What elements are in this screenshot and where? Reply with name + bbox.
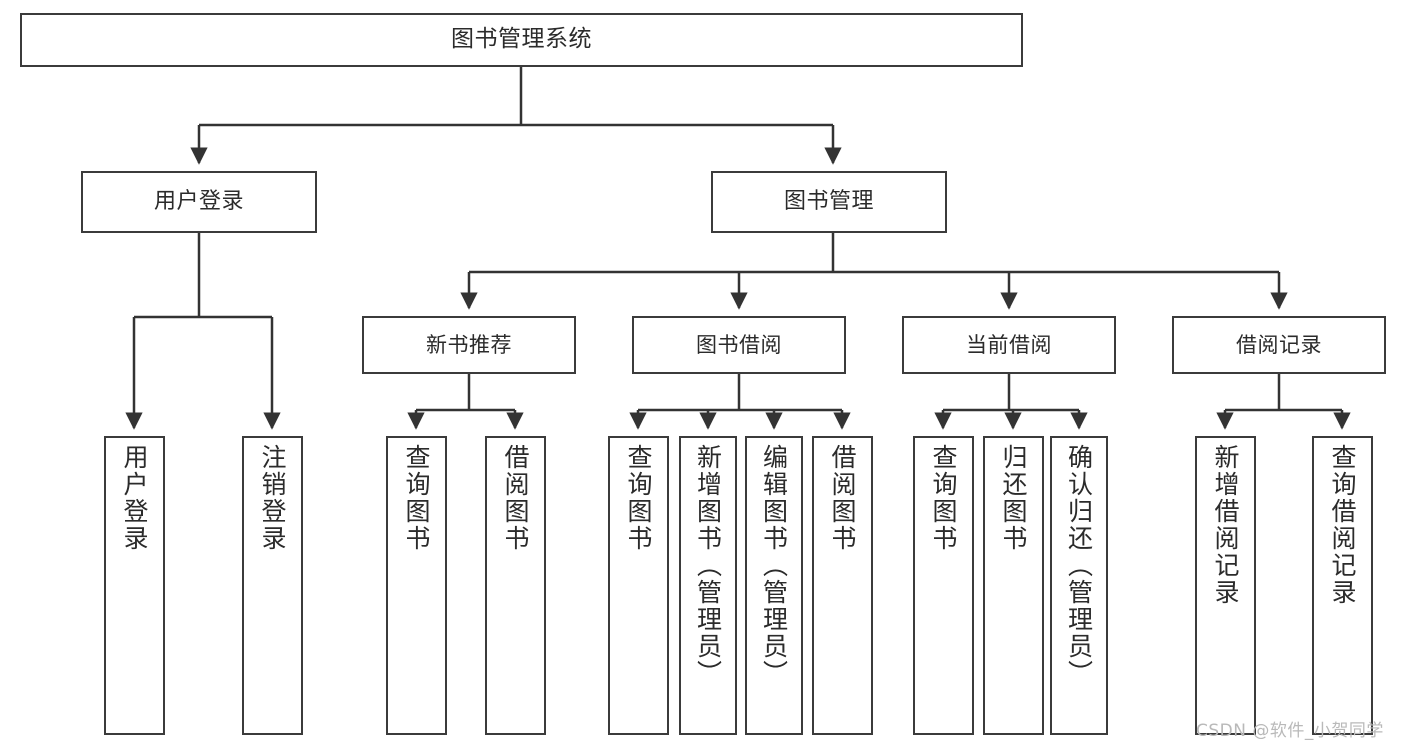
node-root[interactable]: 图书管理系统: [20, 13, 1023, 67]
node-new-book-rec[interactable]: 新书推荐: [362, 316, 576, 374]
node-borrow-record-label: 借阅记录: [1236, 332, 1322, 357]
node-leaf-user-login[interactable]: 用户登录: [104, 436, 165, 735]
node-book-manage-label: 图书管理: [783, 189, 874, 215]
edge-currentborrow-to-leaves: [934, 374, 1088, 430]
node-book-manage[interactable]: 图书管理: [711, 171, 947, 233]
node-leaf-query-book-rec[interactable]: 查询图书: [386, 436, 447, 735]
edge-root-to-level2: [190, 67, 842, 165]
node-leaf-query-record-label: 查询借阅记录: [1328, 444, 1357, 606]
csdn-watermark: CSDN @软件_小贺同学: [1196, 721, 1384, 741]
node-leaf-return-book-label: 归还图书: [999, 444, 1028, 552]
node-leaf-user-login-label: 用户登录: [120, 444, 149, 552]
node-borrow-record[interactable]: 借阅记录: [1172, 316, 1386, 374]
edge-borrowrecord-to-leaves: [1216, 374, 1351, 430]
edge-newbook-to-leaves: [407, 374, 524, 430]
node-leaf-confirm-return-label: 确认归还（管理员）: [1064, 444, 1094, 687]
edge-userlogin-to-leaves: [125, 233, 281, 430]
node-leaf-confirm-return[interactable]: 确认归还（管理员）: [1050, 436, 1108, 735]
node-leaf-borrow-book-rec[interactable]: 借阅图书: [485, 436, 546, 735]
node-leaf-logout[interactable]: 注销登录: [242, 436, 303, 735]
edge-bookborrow-to-leaves: [629, 374, 851, 430]
node-leaf-query-book-cur-label: 查询图书: [929, 444, 958, 552]
node-leaf-add-record-label: 新增借阅记录: [1211, 444, 1240, 606]
node-leaf-borrow-book-label: 借阅图书: [828, 444, 857, 552]
node-leaf-query-book-borrow-label: 查询图书: [624, 444, 653, 552]
node-book-borrow[interactable]: 图书借阅: [632, 316, 846, 374]
node-user-login-label: 用户登录: [153, 189, 244, 215]
node-user-login[interactable]: 用户登录: [81, 171, 317, 233]
edge-bookmanage-to-level3: [460, 233, 1288, 310]
node-leaf-query-book-rec-label: 查询图书: [402, 444, 431, 552]
node-leaf-logout-label: 注销登录: [258, 444, 287, 552]
node-leaf-query-book-cur[interactable]: 查询图书: [913, 436, 974, 735]
node-root-label: 图书管理系统: [451, 26, 592, 53]
node-leaf-return-book[interactable]: 归还图书: [983, 436, 1044, 735]
node-leaf-edit-book-label: 编辑图书（管理员）: [759, 444, 789, 687]
node-leaf-borrow-book[interactable]: 借阅图书: [812, 436, 873, 735]
node-book-borrow-label: 图书借阅: [696, 332, 782, 357]
node-current-borrow-label: 当前借阅: [966, 332, 1052, 357]
node-leaf-add-book[interactable]: 新增图书（管理员）: [679, 436, 737, 735]
node-leaf-add-record[interactable]: 新增借阅记录: [1195, 436, 1256, 735]
node-new-book-rec-label: 新书推荐: [426, 332, 512, 357]
node-leaf-borrow-book-rec-label: 借阅图书: [501, 444, 530, 552]
node-current-borrow[interactable]: 当前借阅: [902, 316, 1116, 374]
node-leaf-query-record[interactable]: 查询借阅记录: [1312, 436, 1373, 735]
node-leaf-add-book-label: 新增图书（管理员）: [693, 444, 723, 687]
node-leaf-query-book-borrow[interactable]: 查询图书: [608, 436, 669, 735]
node-leaf-edit-book[interactable]: 编辑图书（管理员）: [745, 436, 803, 735]
